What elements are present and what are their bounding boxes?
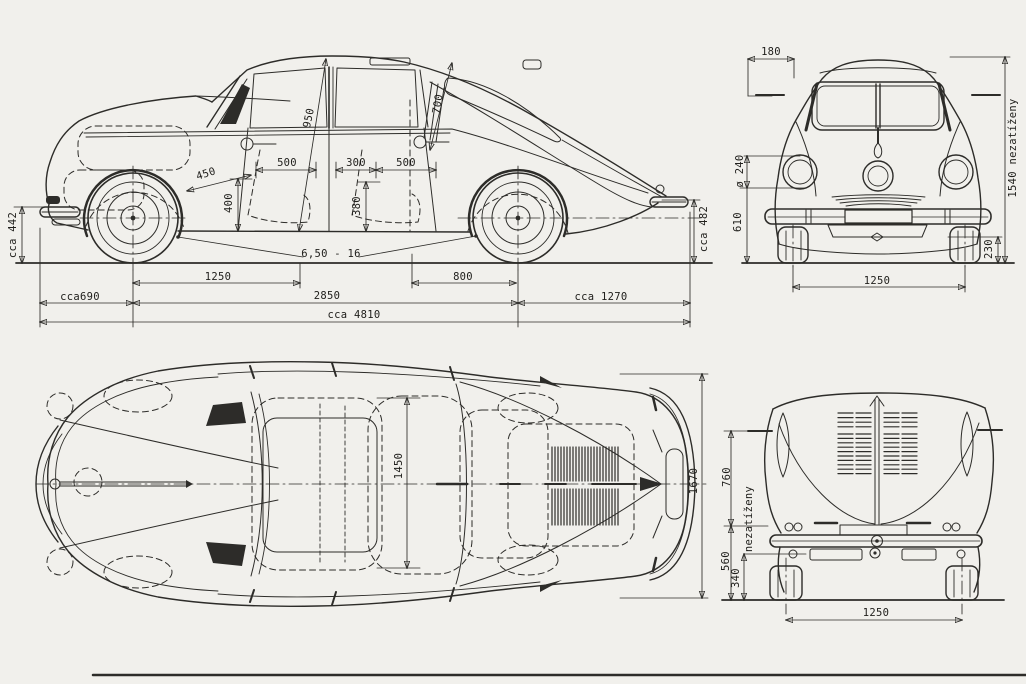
- dim-label-front-180: 180: [761, 46, 781, 58]
- dim-label-rear-1250: 1250: [862, 607, 890, 619]
- grille: [831, 194, 926, 207]
- dim-label-side-6-50-16: 6,50 - 16: [301, 248, 361, 260]
- hood-rod: [49, 467, 193, 497]
- dim-label-side-500: 500: [396, 157, 416, 169]
- roof-vent: [522, 59, 542, 70]
- front-view-drawing: [739, 57, 1015, 293]
- hidden-wheels: [46, 379, 559, 589]
- dim-label-plan-1670: 1670: [688, 467, 700, 495]
- top-view-drawing: [35, 361, 709, 607]
- dim-label-front-610: 610: [732, 212, 744, 232]
- hood-ornament: [873, 127, 883, 159]
- windshield: [206, 75, 250, 130]
- vent-window: [206, 402, 246, 426]
- dim-label-front-1250: 1250: [863, 275, 891, 287]
- dim-label-side-cca690: cca690: [60, 291, 100, 303]
- front-bumper: [764, 208, 992, 242]
- rear-view-drawing: [721, 392, 1005, 620]
- dim-label-side-cca-1270: cca 1270: [574, 291, 628, 303]
- dim-label-side-cca-482: cca 482: [698, 205, 710, 253]
- dim-label-side-2850: 2850: [313, 290, 341, 302]
- dim-label-side-cca-442: cca 442: [7, 211, 19, 259]
- quarter-window: [960, 411, 974, 477]
- dim-label-side-700: 700: [430, 93, 446, 115]
- quarter-window: [776, 412, 790, 478]
- headlights: [782, 154, 974, 192]
- plan-dimensions: [376, 374, 709, 598]
- sunroof-rail: [369, 57, 411, 66]
- dim-label-side-380: 380: [351, 196, 363, 216]
- rear-wheel: [457, 165, 701, 271]
- dorsal-fin: [869, 395, 885, 525]
- windshield: [804, 81, 952, 132]
- fin-tip: [640, 477, 663, 491]
- dim-label-side-450: 450: [194, 165, 218, 183]
- a-pillar: [804, 82, 819, 132]
- front-bumper: [39, 196, 81, 226]
- front-wheel: [79, 165, 189, 271]
- tail-details: [649, 387, 696, 581]
- a-pillar: [937, 82, 952, 132]
- dim-label-side-500: 500: [277, 157, 297, 169]
- vent-window: [220, 84, 250, 124]
- dim-label-side-950: 950: [301, 107, 317, 129]
- engine-louvres: [435, 423, 637, 547]
- dim-label-front-230: 230: [983, 239, 995, 259]
- rear-dimensions: [723, 431, 962, 620]
- dim-label-plan-1450: 1450: [393, 452, 405, 480]
- license-plate: [844, 209, 913, 224]
- dim-label-front-ø-240: ø 240: [734, 154, 746, 188]
- rear-bumper: [769, 521, 983, 561]
- bumper-emblem: [871, 535, 883, 547]
- quarter-window-tip: [540, 580, 562, 592]
- engine-louvres: [837, 412, 918, 475]
- dim-label-side-800: 800: [453, 271, 473, 283]
- dim-label-rear-nezatíženy: nezatíženy: [743, 485, 755, 553]
- dim-label-side-400: 400: [223, 193, 235, 213]
- tail-light: [655, 184, 665, 194]
- dim-label-front-1540-nezatíženy: 1540 nezatíženy: [1007, 98, 1019, 198]
- front-bumper: [35, 425, 63, 543]
- rear-bumper: [649, 184, 689, 208]
- dim-label-side-300: 300: [346, 157, 366, 169]
- side-view-drawing: [13, 55, 713, 328]
- rear-wheels: [769, 557, 979, 615]
- dim-label-side-cca-4810: cca 4810: [327, 309, 381, 321]
- dim-label-side-1250: 1250: [204, 271, 232, 283]
- quarter-window-tip: [540, 376, 562, 388]
- front-dimensions: [739, 57, 1011, 293]
- front-wheels: [777, 224, 981, 269]
- dim-label-rear-340: 340: [730, 568, 742, 588]
- side-dimensions: [13, 59, 701, 328]
- vent-window: [206, 542, 246, 566]
- dim-label-rear-760: 760: [721, 467, 733, 487]
